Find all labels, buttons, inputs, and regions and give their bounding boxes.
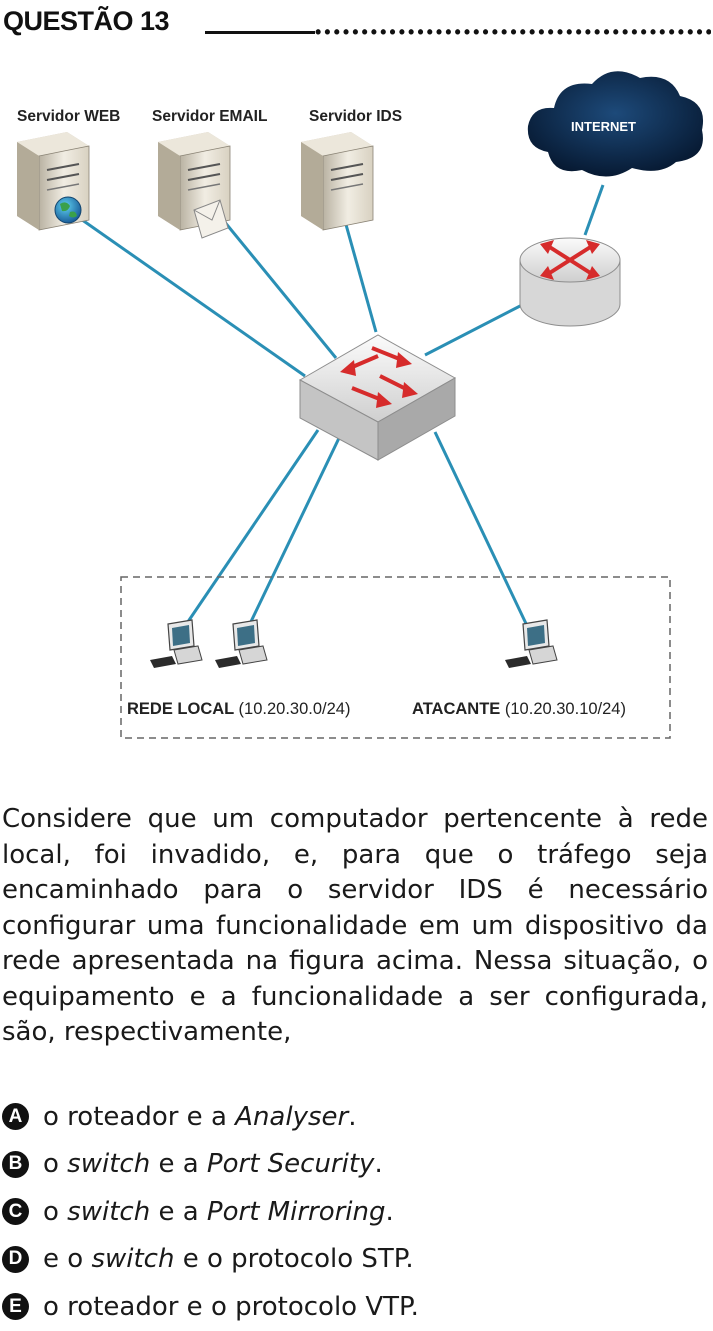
option-letter-badge: C — [2, 1198, 29, 1226]
switch-icon — [298, 334, 457, 461]
atacante-label: ATACANTE (10.20.30.10/24) — [412, 700, 626, 718]
title-dotted-rule: ••••••••••••••••••••••••••••••••••••••••… — [315, 22, 711, 42]
option-text: o roteador e o protocolo VTP. — [43, 1291, 419, 1322]
option-letter-badge: D — [2, 1245, 29, 1273]
envelope-icon — [193, 199, 229, 239]
cloud-icon — [527, 71, 704, 177]
computer-icon — [505, 619, 558, 668]
option-b[interactable]: B o switch e a Port Security. — [2, 1141, 708, 1189]
network-segment-box — [120, 576, 671, 739]
option-letter-badge: A — [2, 1103, 29, 1131]
answer-options: A o roteador e a Analyser. B o switch e … — [2, 1093, 708, 1331]
option-a[interactable]: A o roteador e a Analyser. — [2, 1093, 708, 1141]
option-letter-badge: E — [2, 1293, 29, 1321]
option-d[interactable]: D e o switch e o protocolo STP. — [2, 1236, 708, 1284]
option-text: e o switch e o protocolo STP. — [43, 1244, 414, 1275]
rede-local-net: (10.20.30.0/24) — [239, 700, 351, 718]
question-title: QUESTÃO 13 — [3, 6, 170, 36]
server-icon — [17, 132, 90, 231]
rede-local-title: REDE LOCAL — [127, 700, 234, 718]
option-text: o switch e a Port Security. — [43, 1149, 383, 1180]
server-web-label: Servidor WEB — [17, 108, 120, 125]
option-text: o roteador e a Analyser. — [43, 1101, 357, 1132]
option-text: o switch e a Port Mirroring. — [43, 1196, 394, 1227]
network-diagram: Servidor WEB Servidor EMAIL Servidor IDS — [17, 71, 704, 739]
atacante-net: (10.20.30.10/24) — [505, 700, 626, 718]
title-rule — [205, 31, 315, 34]
option-letter-badge: B — [2, 1150, 29, 1178]
option-e[interactable]: E o roteador e o protocolo VTP. — [2, 1283, 708, 1331]
server-email-label: Servidor EMAIL — [152, 108, 267, 125]
rede-local-label: REDE LOCAL (10.20.30.0/24) — [127, 700, 350, 718]
computer-icon — [150, 619, 203, 668]
question-text: Considere que um computador pertencente … — [2, 804, 708, 1047]
router-icon — [519, 237, 621, 327]
server-icon — [301, 132, 374, 231]
server-ids-label: Servidor IDS — [309, 108, 402, 125]
atacante-title: ATACANTE — [412, 700, 500, 718]
globe-icon — [54, 196, 82, 224]
computer-icon — [215, 619, 268, 668]
option-c[interactable]: C o switch e a Port Mirroring. — [2, 1188, 708, 1236]
internet-label: INTERNET — [571, 119, 636, 134]
